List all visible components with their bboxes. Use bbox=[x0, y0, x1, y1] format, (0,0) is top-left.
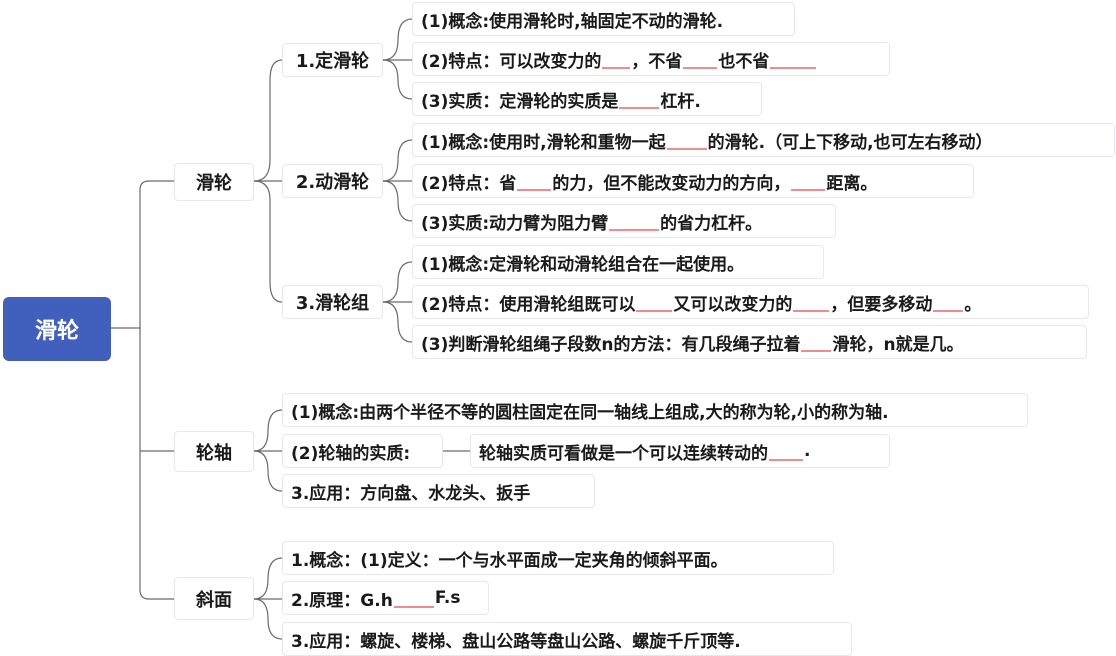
text: 2.原理：G.h bbox=[291, 590, 393, 611]
node-label: 滑轮 bbox=[196, 173, 232, 194]
node-pulley-block[interactable]: 3.滑轮组 bbox=[282, 285, 383, 319]
text: 又可以改变力的 bbox=[673, 294, 793, 315]
text: (1)概念:使用滑轮时,轴固定不动的滑轮. bbox=[421, 11, 724, 32]
wheel-axle-application[interactable]: 3.应用：方向盘、水龙头、扳手 bbox=[282, 474, 595, 508]
fixed-pulley-essence[interactable]: (3)实质：定滑轮的实质是 杠杆. bbox=[412, 82, 762, 116]
blank bbox=[933, 293, 964, 312]
text: 的省力杠杆。 bbox=[660, 213, 763, 234]
blank bbox=[793, 293, 830, 312]
blank bbox=[791, 172, 826, 191]
text: 轮轴实质可看做是一个可以连续转动的 bbox=[479, 443, 768, 464]
blank bbox=[602, 50, 631, 69]
node-label: 斜面 bbox=[196, 589, 232, 611]
blank bbox=[801, 333, 832, 352]
incline-principle[interactable]: 2.原理：G.h F.s bbox=[282, 581, 489, 615]
blank bbox=[517, 172, 552, 191]
text: . bbox=[804, 441, 811, 461]
text: 杠杆. bbox=[660, 91, 701, 112]
blank bbox=[636, 293, 673, 312]
text: 1.概念：(1)定义：一个与水平面成一定夹角的倾斜平面。 bbox=[291, 550, 728, 571]
blank bbox=[666, 131, 707, 150]
root-label: 滑轮 bbox=[34, 319, 79, 344]
wheel-axle-essence[interactable]: (2)轮轴的实质: bbox=[282, 434, 443, 468]
blank bbox=[683, 50, 718, 69]
node-label: 轮轴 bbox=[196, 442, 232, 464]
text: 也不省 bbox=[718, 51, 770, 72]
text: F.s bbox=[434, 588, 461, 608]
blank bbox=[769, 442, 803, 461]
text: (1)概念:定滑轮和动滑轮组合在一起使用。 bbox=[421, 254, 745, 275]
movable-pulley-concept[interactable]: (1)概念:使用时,滑轮和重物一起 的滑轮.（可上下移动,也可左右移动） bbox=[412, 123, 1115, 157]
fixed-pulley-feature[interactable]: (2)特点：可以改变力的 ，不省 也不省 bbox=[412, 42, 890, 76]
text: 3.应用：方向盘、水龙头、扳手 bbox=[291, 483, 531, 504]
text: 滑轮，n就是几。 bbox=[832, 334, 964, 355]
node-label: 3.滑轮组 bbox=[295, 293, 370, 314]
text: 。 bbox=[964, 294, 982, 315]
text: (1)概念:由两个半径不等的圆柱固定在同一轴线上组成,大的称为轮,小的称为轴. bbox=[291, 402, 889, 423]
root-node[interactable]: 滑轮 bbox=[3, 297, 111, 361]
wheel-axle-concept[interactable]: (1)概念:由两个半径不等的圆柱固定在同一轴线上组成,大的称为轮,小的称为轴. bbox=[282, 393, 1028, 427]
pulley-block-method[interactable]: (3)判断滑轮组绳子段数n的方法：有几段绳子拉着 滑轮，n就是几。 bbox=[412, 325, 1087, 359]
movable-pulley-essence[interactable]: (3)实质:动力臂为阻力臂 的省力杠杆。 bbox=[412, 204, 836, 238]
fixed-pulley-concept[interactable]: (1)概念:使用滑轮时,轴固定不动的滑轮. bbox=[412, 2, 795, 36]
blank bbox=[619, 90, 660, 109]
text: 3.应用：螺旋、楼梯、盘山公路等盘山公路、螺旋千斤顶等. bbox=[291, 631, 741, 652]
text: 距离。 bbox=[826, 173, 878, 194]
node-movable-pulley[interactable]: 2.动滑轮 bbox=[282, 164, 383, 198]
text: (2)特点：省 bbox=[421, 173, 517, 194]
node-wheel-axle[interactable]: 轮轴 bbox=[174, 431, 254, 472]
movable-pulley-feature[interactable]: (2)特点：省 的力，但不能改变动力的方向， 距离。 bbox=[412, 164, 974, 198]
incline-concept[interactable]: 1.概念：(1)定义：一个与水平面成一定夹角的倾斜平面。 bbox=[282, 541, 834, 575]
node-label: 1.定滑轮 bbox=[295, 51, 370, 72]
pulley-block-feature[interactable]: (2)特点：使用滑轮组既可以 又可以改变力的 ，但要多移动 。 bbox=[412, 285, 1089, 319]
text: (2)特点：可以改变力的 bbox=[421, 51, 602, 72]
text: ，不省 bbox=[631, 51, 683, 72]
pulley-block-concept[interactable]: (1)概念:定滑轮和动滑轮组合在一起使用。 bbox=[412, 245, 824, 279]
text: 的滑轮.（可上下移动,也可左右移动） bbox=[707, 132, 993, 153]
text: (2)轮轴的实质: bbox=[291, 443, 411, 464]
node-incline[interactable]: 斜面 bbox=[174, 577, 254, 620]
blank bbox=[770, 50, 817, 69]
text: (3)判断滑轮组绳子段数n的方法：有几段绳子拉着 bbox=[421, 334, 801, 355]
incline-application[interactable]: 3.应用：螺旋、楼梯、盘山公路等盘山公路、螺旋千斤顶等. bbox=[282, 622, 852, 656]
text: (3)实质:动力臂为阻力臂 bbox=[421, 213, 609, 234]
node-fixed-pulley[interactable]: 1.定滑轮 bbox=[282, 43, 383, 77]
blank bbox=[609, 212, 660, 231]
wheel-axle-essence-detail[interactable]: 轮轴实质可看做是一个可以连续转动的. bbox=[470, 434, 890, 468]
text: ，但要多移动 bbox=[830, 294, 933, 315]
node-pulley[interactable]: 滑轮 bbox=[174, 163, 254, 201]
text: 的力，但不能改变动力的方向， bbox=[552, 173, 791, 194]
node-label: 2.动滑轮 bbox=[295, 172, 370, 193]
text: (2)特点：使用滑轮组既可以 bbox=[421, 294, 636, 315]
text: (1)概念:使用时,滑轮和重物一起 bbox=[421, 132, 666, 153]
text: (3)实质：定滑轮的实质是 bbox=[421, 91, 619, 112]
blank bbox=[393, 589, 434, 608]
